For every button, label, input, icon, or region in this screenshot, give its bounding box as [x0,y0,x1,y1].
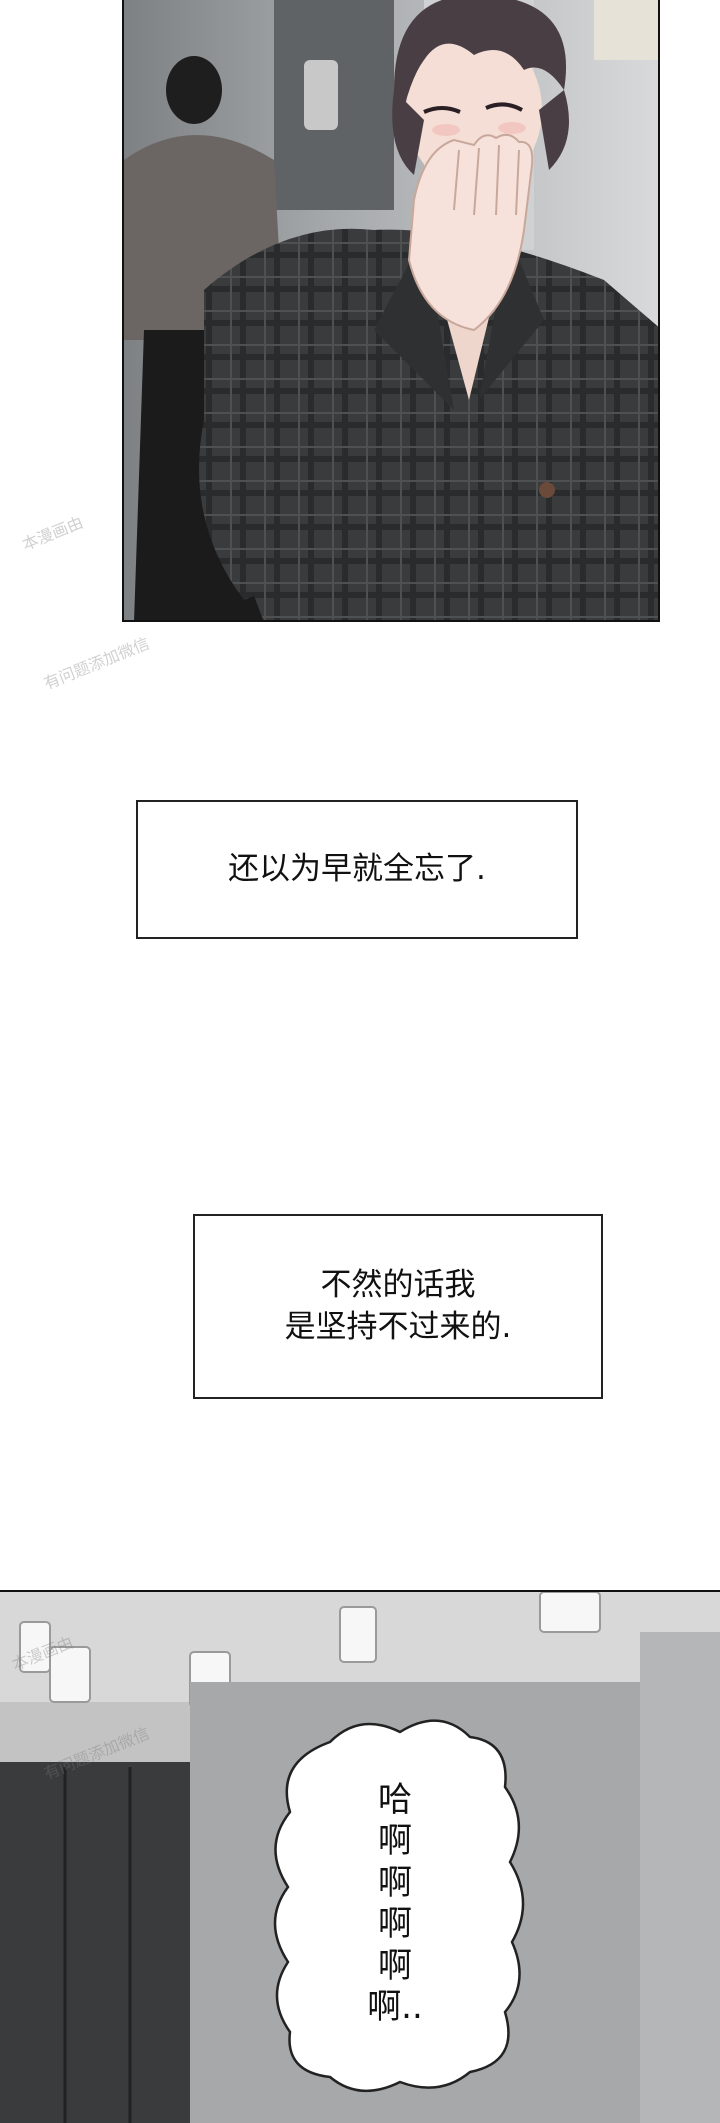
caption-1-text: 还以为早就全忘了. [228,850,486,887]
narration-caption-2: 不然的话我 是坚持不过来的. [193,1214,603,1399]
speech-bubble-shape [273,1719,525,2093]
panel-top-artwork [124,0,658,620]
panel-bottom-artwork [0,1592,720,2123]
main-character-figure [199,0,658,620]
watermark-text-top-2: 有问题添加微信 [41,633,153,694]
comic-panel-top [122,0,660,622]
caption-2-line-1: 不然的话我 [320,1266,476,1303]
speech-char-3: 啊 [378,1862,412,1903]
speech-char-6: 啊.. [367,1987,423,2028]
speech-bubble-text: 哈 啊 啊 啊 啊 啊.. [366,1780,424,2029]
speech-char-5: 啊 [378,1945,412,1986]
narration-caption-1: 还以为早就全忘了. [136,800,578,939]
watermark-text-top-1: 本漫画由 [19,512,86,555]
speech-char-2: 啊 [378,1821,412,1862]
speech-char-1: 哈 [378,1780,412,1820]
caption-2-line-2: 是坚持不过来的. [284,1308,512,1345]
speech-char-4: 啊 [378,1904,412,1945]
comic-panel-bottom [0,1590,720,2123]
